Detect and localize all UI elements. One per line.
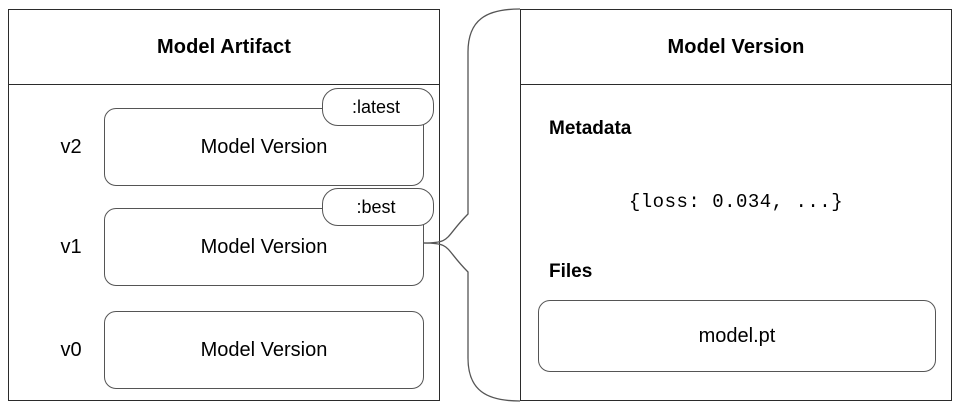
file-box-model-pt[interactable]: model.pt	[538, 300, 936, 372]
tag-badge-latest[interactable]: :latest	[322, 88, 434, 126]
version-row-v2: v2 Model Version :latest	[9, 88, 439, 197]
model-artifact-panel: Model Artifact v2 Model Version :latest …	[8, 9, 440, 401]
version-label-v0: v0	[60, 338, 82, 361]
model-artifact-header: Model Artifact	[9, 10, 439, 85]
metadata-section-label: Metadata	[549, 118, 632, 139]
version-row-v1: v1 Model Version :best	[9, 188, 439, 297]
model-version-box-v0[interactable]: Model Version	[104, 311, 424, 389]
files-section-label: Files	[549, 261, 593, 282]
model-version-box-v1-label: Model Version	[200, 235, 328, 258]
model-artifact-title: Model Artifact	[157, 35, 291, 58]
metadata-value: {loss: 0.034, ...}	[628, 191, 844, 213]
model-version-title: Model Version	[667, 35, 805, 58]
model-version-panel: Model Version Metadata {loss: 0.034, ...…	[520, 9, 952, 401]
tag-badge-latest-label: :latest	[351, 96, 401, 117]
model-version-header: Model Version	[521, 10, 951, 85]
version-row-v0: v0 Model Version	[9, 300, 439, 400]
file-name-label: model.pt	[698, 324, 776, 347]
model-version-box-v2-label: Model Version	[200, 135, 328, 158]
version-label-v2: v2	[60, 135, 82, 158]
tag-badge-best-label: :best	[356, 196, 396, 217]
version-label-v1: v1	[60, 235, 82, 258]
model-version-box-v0-label: Model Version	[200, 338, 328, 361]
tag-badge-best[interactable]: :best	[322, 188, 434, 226]
